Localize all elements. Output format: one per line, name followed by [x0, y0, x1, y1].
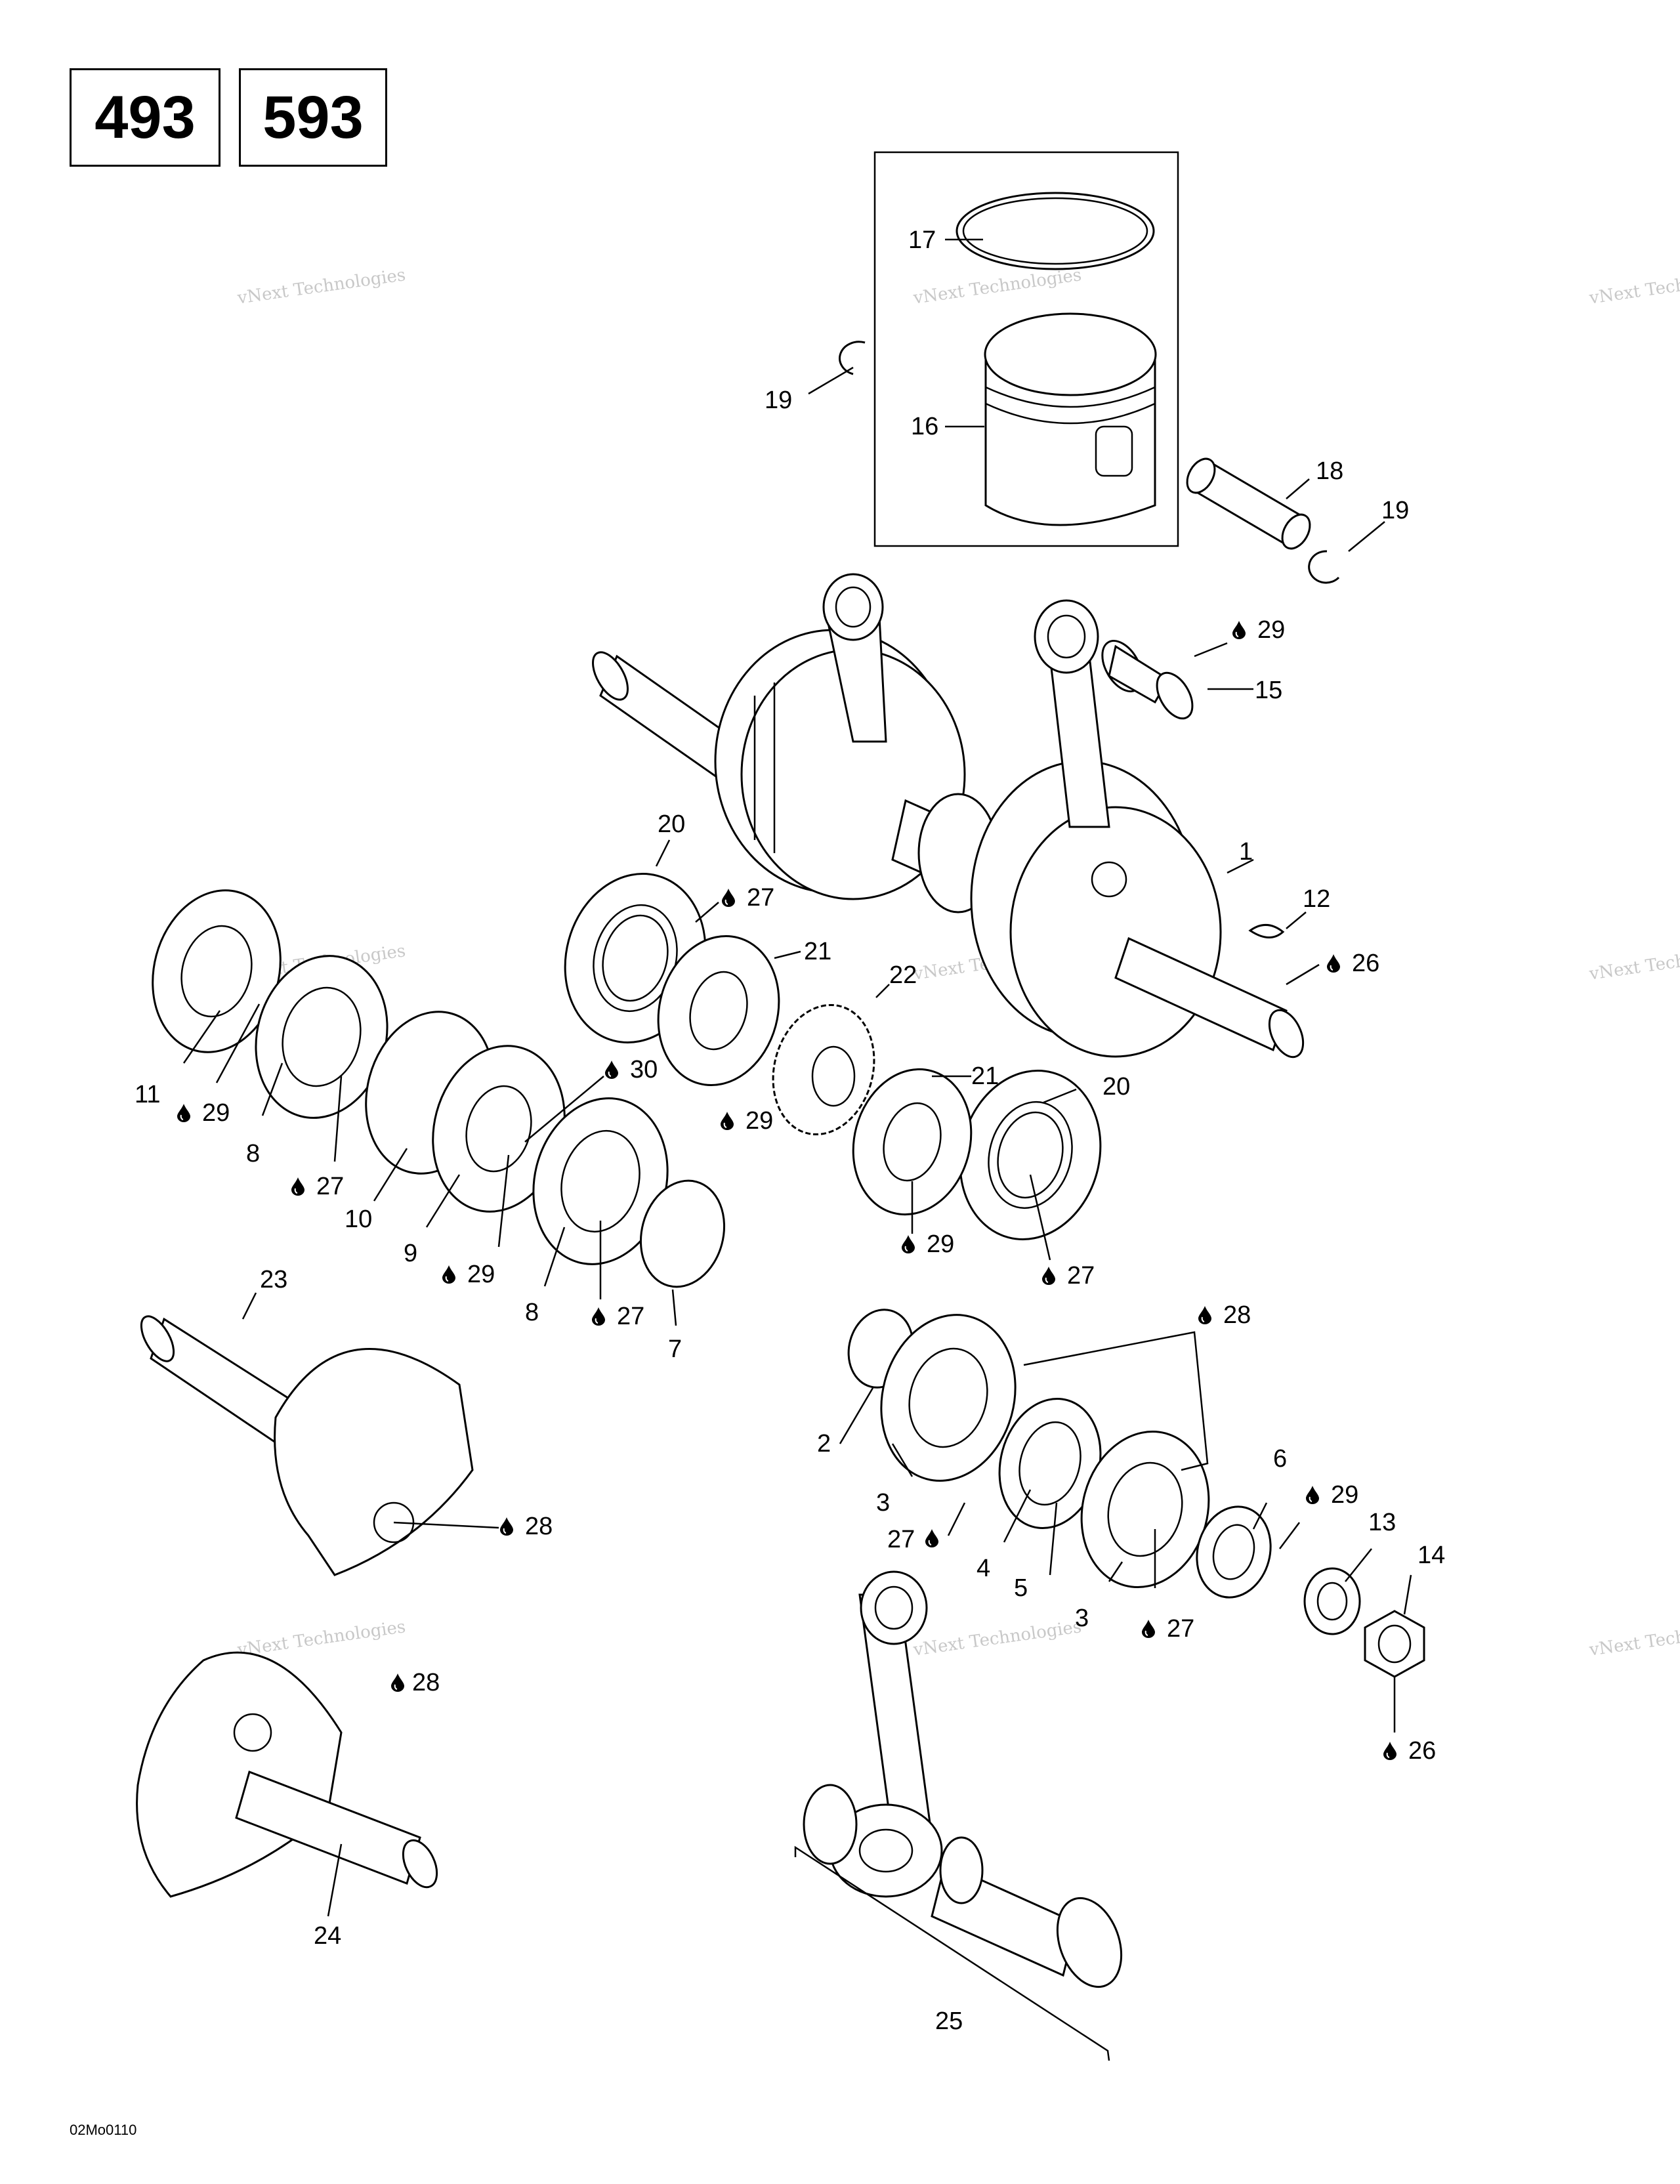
ball-bearing [880, 1314, 1017, 1482]
callout-8: 8 [525, 1299, 539, 1326]
callout-21: 21 [971, 1062, 999, 1090]
needle-bearing [1101, 640, 1194, 720]
woodruff-key [1248, 924, 1285, 938]
callout-27: 27 [617, 1303, 644, 1330]
callout-30: 30 [630, 1056, 658, 1083]
oil-drop-icon [177, 1104, 190, 1122]
piston-ring [956, 192, 1155, 270]
callout-15: 15 [1255, 677, 1282, 704]
connecting-rod-kit [794, 1570, 1123, 2061]
callout-8: 8 [246, 1140, 260, 1167]
small-seal [1196, 1505, 1272, 1599]
leader-lines [182, 238, 1412, 1917]
callout-9: 9 [404, 1240, 417, 1267]
callout-5: 5 [1014, 1574, 1028, 1602]
oil-drop-icon [722, 889, 735, 907]
callout-22: 22 [889, 961, 917, 989]
callout-18: 18 [1316, 457, 1343, 485]
callout-4: 4 [976, 1555, 990, 1582]
oil-drop-icon [902, 1235, 915, 1253]
oil-drop-icon [442, 1265, 455, 1284]
callout-27: 27 [1067, 1262, 1095, 1290]
callout-3: 3 [1075, 1605, 1089, 1632]
callout-19: 19 [765, 387, 792, 414]
callout-13: 13 [1368, 1509, 1396, 1536]
oil-drop-icon [1142, 1620, 1155, 1638]
drive-gear [772, 1003, 875, 1136]
oil-drop-icon [605, 1060, 618, 1079]
callout-7: 7 [668, 1335, 682, 1363]
model-593-label: 593 [262, 83, 364, 151]
callout-29: 29 [1331, 1481, 1358, 1509]
circlip [839, 341, 866, 375]
drawing-code: 02Mo0110 [70, 2122, 137, 2138]
oil-seal [152, 889, 282, 1053]
oil-drop-icon [721, 1112, 734, 1130]
model-593-box: 593 [239, 68, 387, 167]
oil-seal [852, 1068, 973, 1216]
ball-bearing [255, 955, 388, 1119]
callout-25: 25 [935, 2007, 963, 2035]
callout-12: 12 [1303, 885, 1330, 913]
callout-23: 23 [260, 1266, 287, 1293]
callout-2: 2 [817, 1430, 831, 1458]
lock-washer [1303, 1567, 1361, 1635]
model-493-box: 493 [70, 68, 220, 167]
callout-29: 29 [202, 1099, 230, 1127]
oil-drop-icon [925, 1529, 938, 1547]
piston [984, 312, 1157, 526]
callout-24: 24 [314, 1922, 341, 1950]
piston-kit-frame [873, 151, 1179, 547]
oil-drop-icon [1232, 621, 1246, 639]
callout-27: 27 [1167, 1615, 1194, 1643]
crankshaft-half-pto [140, 1315, 474, 1576]
callout-6: 6 [1273, 1445, 1287, 1473]
callout-20: 20 [658, 810, 685, 838]
callout-29: 29 [1257, 616, 1285, 644]
crankshaft-assembly [592, 573, 1305, 1059]
oil-drop-icon [592, 1307, 605, 1326]
callout-16: 16 [911, 413, 938, 440]
oil-drop-icon [1306, 1486, 1319, 1504]
callout-27: 27 [316, 1173, 344, 1200]
oil-drop-icon [1042, 1267, 1055, 1285]
callout-19: 19 [1381, 497, 1409, 524]
callout-3: 3 [876, 1489, 890, 1517]
callout-29: 29 [927, 1230, 954, 1258]
callout-28: 28 [412, 1669, 440, 1696]
oil-drop-icon [391, 1673, 404, 1692]
callout-1: 1 [1239, 838, 1253, 866]
callout-27: 27 [747, 884, 774, 912]
callout-11: 11 [135, 1081, 160, 1108]
callout-28: 28 [525, 1513, 553, 1540]
callout-26: 26 [1408, 1737, 1436, 1765]
model-493-label: 493 [94, 83, 196, 151]
oil-drop-icon [1383, 1742, 1396, 1760]
callout-21: 21 [804, 938, 831, 965]
hex-nut [1364, 1610, 1425, 1678]
callout-28: 28 [1223, 1301, 1251, 1329]
oil-drop-icon [291, 1177, 304, 1196]
piston-pin [1186, 457, 1311, 550]
oil-drop-icon [1327, 954, 1340, 973]
callout-29: 29 [746, 1107, 773, 1135]
callout-27: 27 [887, 1526, 915, 1553]
oil-drop-icon [1198, 1306, 1211, 1324]
circlip [1308, 550, 1340, 584]
callout-26: 26 [1352, 950, 1379, 977]
lubricant-callouts: 29 27 26 30 29 29 27 29 29 27 27 28 28 2… [177, 616, 1436, 1765]
part-labels: 17 19 16 18 19 15 1 12 20 21 22 21 20 11… [135, 226, 1445, 2035]
callout-29: 29 [467, 1261, 495, 1288]
callout-14: 14 [1418, 1542, 1445, 1569]
retaining-ring [639, 1179, 726, 1288]
crankshaft-half-mag [136, 1651, 438, 1898]
ball-bearing [959, 1070, 1102, 1240]
callout-10: 10 [345, 1206, 372, 1233]
callout-20: 20 [1102, 1073, 1130, 1101]
oil-drop-icon [500, 1517, 513, 1536]
callout-17: 17 [908, 226, 936, 254]
oil-seal [657, 935, 780, 1086]
